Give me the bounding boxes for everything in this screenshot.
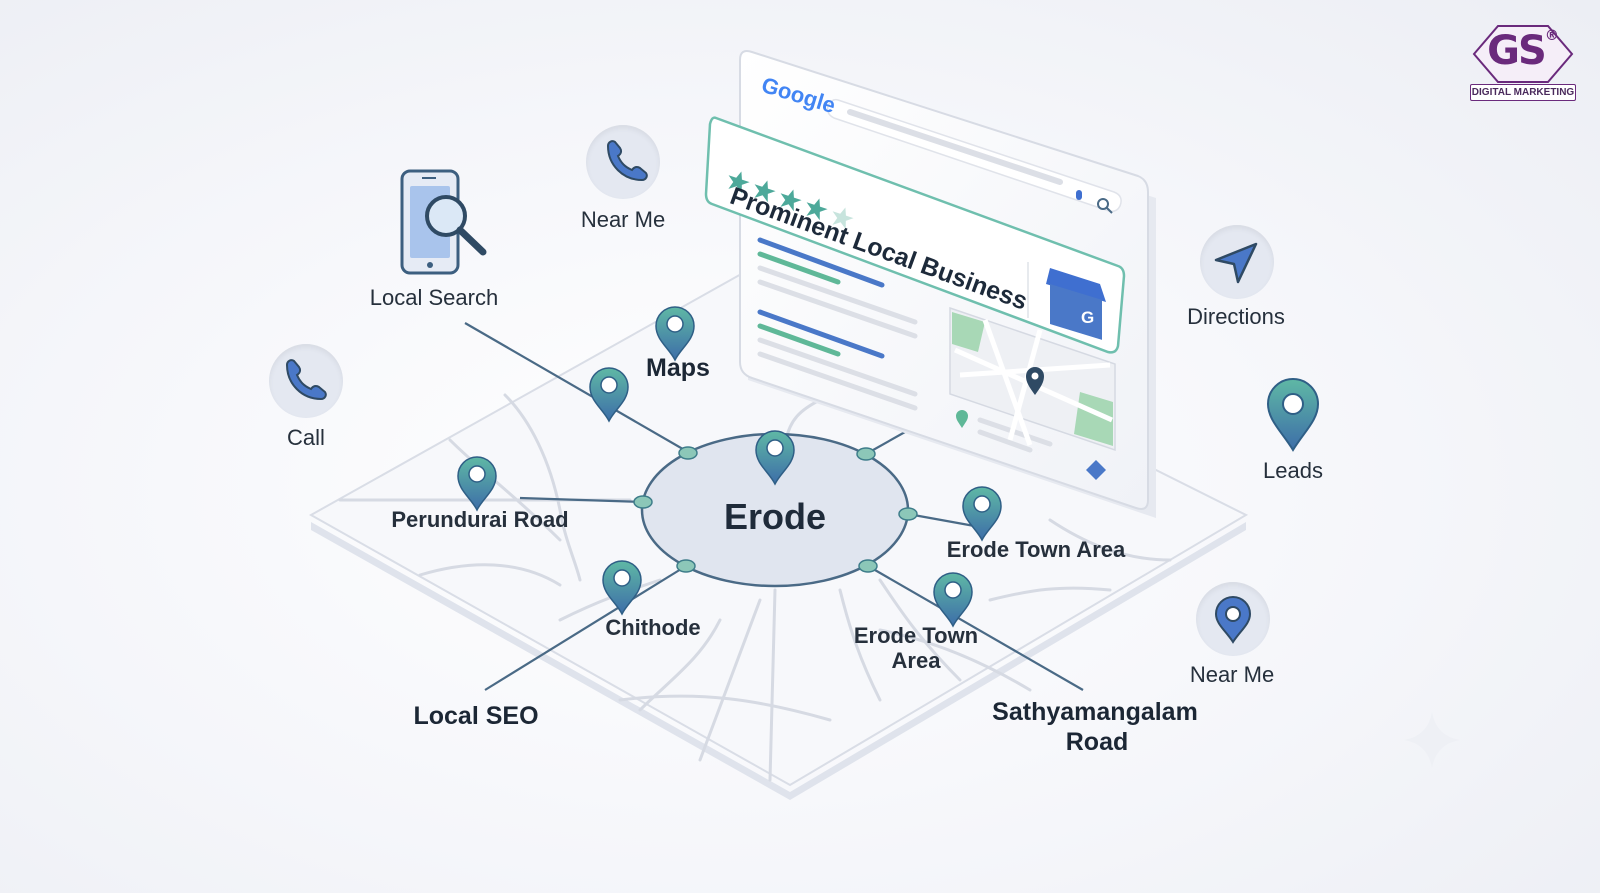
leads-label: Leads [1263,458,1323,483]
erode-hub [633,432,918,588]
logo-text: GS® [1487,28,1559,74]
phone-icon-near-me [586,125,660,199]
local-search-label: Local Search [369,285,499,310]
phone-icon-call [269,344,343,418]
sathyamangalam-road-label-line1: Sathyamangalam [992,698,1198,726]
business-card: G [704,116,1126,354]
google-search-panel: G [704,50,1156,518]
sparkle-icon [1404,712,1460,768]
call-label: Call [287,425,325,450]
leads-pin-icon [1266,378,1320,452]
sathyamangalam-road-label-line2: Road [1065,728,1129,756]
directions-label: Directions [1187,304,1285,329]
near-me-bottom-label: Near Me [1189,662,1275,687]
perundurai-road-label: Perundurai Road [391,507,569,532]
chithode-label: Chithode [605,615,701,640]
logo-hexagon [1472,25,1574,83]
navigation-arrow-icon [1200,225,1274,299]
location-pin-icon-near-me [1196,582,1270,656]
maps-label: Maps [646,354,710,382]
center-erode-label: Erode [723,496,827,537]
erode-town-area-2-label-line2: Area [891,648,941,673]
phone-magnifier-icon [400,169,487,275]
gs-logo: GS® DIGITAL MARKETING [1470,22,1576,108]
logo-subtitle: DIGITAL MARKETING [1470,84,1576,101]
rating-stars [728,171,854,230]
local-seo-label: Local SEO [413,702,539,730]
erode-town-area-2-label-line1: Erode Town [853,623,979,648]
mini-map [949,306,1116,452]
svg-text:G: G [1081,308,1094,327]
near-me-top-label: Near Me [580,207,666,232]
erode-town-area-label: Erode Town Area [946,537,1126,562]
